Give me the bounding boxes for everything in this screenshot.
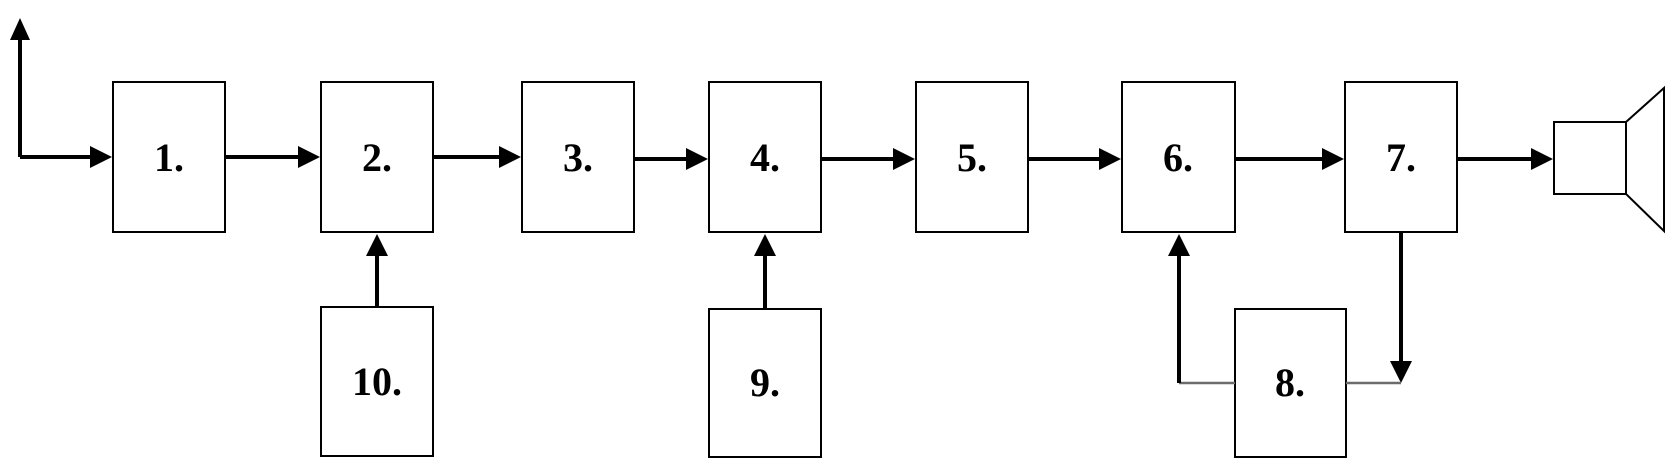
block-10-label: 10.	[352, 359, 402, 404]
block-2-label: 2.	[362, 135, 392, 180]
block-2: 2.	[320, 81, 434, 233]
block-9: 9.	[708, 308, 822, 458]
connector-9-to-4	[754, 234, 776, 309]
connector-3-to-4	[634, 148, 708, 170]
block-1: 1.	[112, 81, 226, 233]
connector-1-to-2	[225, 146, 320, 168]
connector-5-to-6	[1028, 148, 1121, 170]
connector-7-to-speaker	[1457, 148, 1553, 170]
block-4: 4.	[708, 81, 822, 233]
connector-7-to-8	[1346, 232, 1412, 385]
block-5-label: 5.	[957, 135, 987, 180]
block-8-label: 8.	[1275, 360, 1305, 405]
connector-input-to-1	[20, 146, 112, 168]
block-8: 8.	[1234, 308, 1347, 458]
block-6-label: 6.	[1163, 135, 1193, 180]
block-4-label: 4.	[750, 135, 780, 180]
block-9-label: 9.	[750, 360, 780, 405]
block-10: 10.	[320, 306, 434, 457]
block-7-label: 7.	[1386, 135, 1416, 180]
antenna-icon	[10, 18, 30, 157]
block-1-label: 1.	[154, 135, 184, 180]
block-3: 3.	[521, 81, 635, 233]
speaker-icon	[1553, 85, 1665, 234]
connector-4-to-5	[821, 148, 915, 170]
connector-8-to-6	[1168, 234, 1235, 385]
block-6: 6.	[1121, 81, 1236, 233]
connector-6-to-7	[1235, 148, 1344, 170]
block-3-label: 3.	[563, 135, 593, 180]
block-7: 7.	[1344, 81, 1458, 233]
block-5: 5.	[915, 81, 1029, 233]
connector-2-to-3	[433, 146, 521, 168]
connector-10-to-2	[366, 234, 388, 307]
